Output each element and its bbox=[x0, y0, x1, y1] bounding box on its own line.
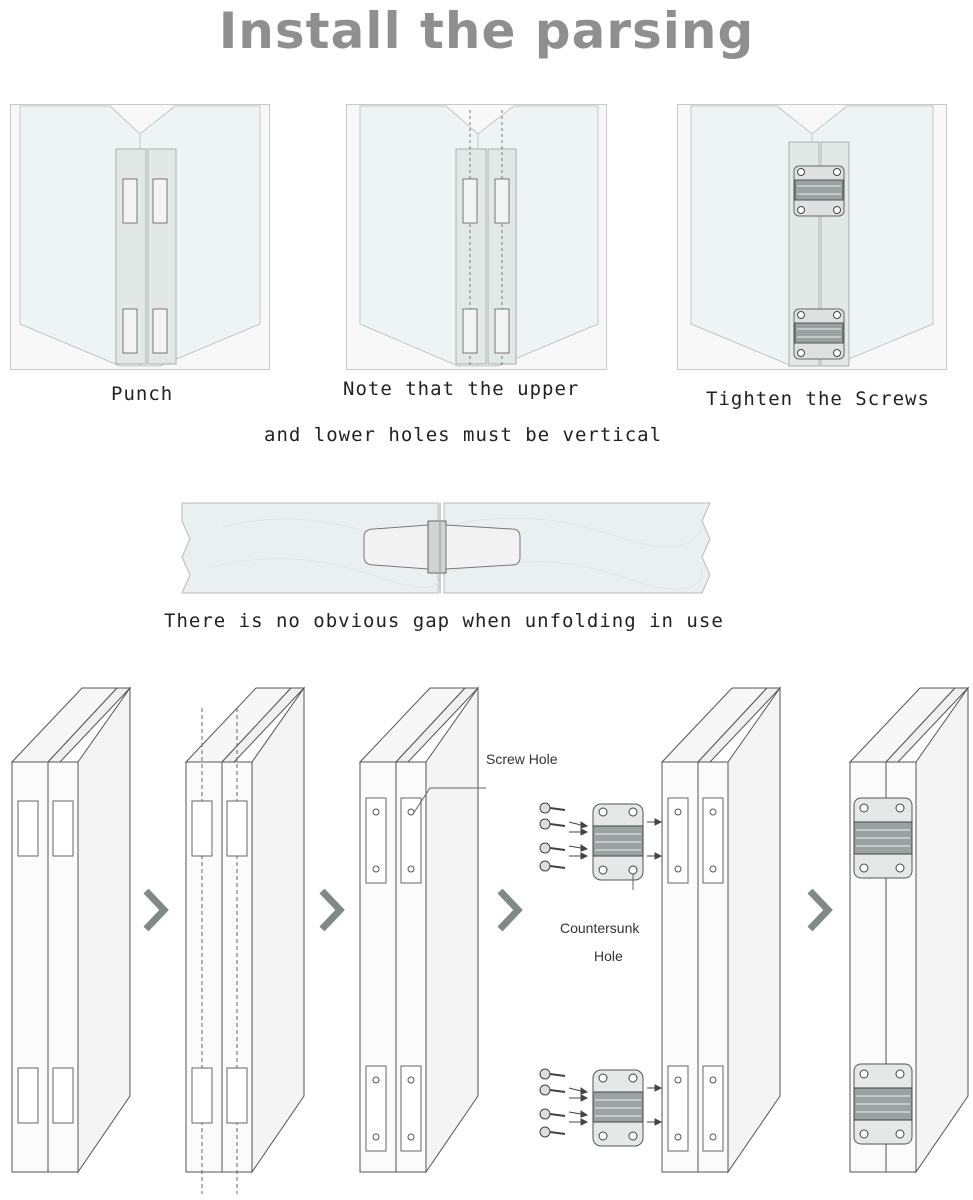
chevron-right-icon bbox=[143, 888, 169, 932]
screw-icon bbox=[539, 802, 566, 872]
gap-caption: There is no obvious gap when unfolding i… bbox=[164, 610, 724, 632]
tighten-illustration bbox=[677, 104, 947, 370]
door-pair-step-1 bbox=[10, 686, 132, 1174]
screws-and-hinge-exploded-top bbox=[539, 802, 663, 890]
hinge-icon bbox=[853, 797, 913, 879]
door-pair-step-2 bbox=[184, 686, 306, 1194]
hinge-icon bbox=[592, 1069, 644, 1147]
hinge-icon bbox=[853, 1063, 913, 1145]
door-pair-step-4 bbox=[660, 686, 782, 1174]
screw-hole-label: Screw Hole bbox=[486, 751, 558, 767]
hinge-icon bbox=[793, 165, 845, 217]
chevron-right-icon bbox=[807, 888, 833, 932]
door-pair-step-5 bbox=[848, 686, 970, 1174]
step-tighten-label: Tighten the Screws bbox=[706, 388, 930, 410]
hinge-icon bbox=[592, 803, 644, 881]
countersunk-hole-label-line2: Hole bbox=[594, 948, 623, 964]
note-illustration bbox=[346, 104, 607, 370]
step-note-label-line2: and lower holes must be vertical bbox=[264, 424, 663, 446]
chevron-right-icon bbox=[497, 888, 523, 932]
hinge-icon bbox=[793, 308, 845, 360]
step-note-label-line1: Note that the upper bbox=[343, 378, 580, 400]
page-title: Install the parsing bbox=[218, 2, 755, 60]
screws-and-hinge-exploded-bottom bbox=[539, 1068, 663, 1147]
punch-illustration bbox=[10, 104, 270, 370]
chevron-right-icon bbox=[319, 888, 345, 932]
screw-icon bbox=[539, 1068, 566, 1138]
door-pair-step-3 bbox=[358, 686, 486, 1174]
step-punch-label: Punch bbox=[111, 383, 174, 405]
hinge-icon bbox=[363, 520, 521, 574]
countersunk-hole-label-line1: Countersunk bbox=[560, 920, 640, 936]
unfolded-hinge-illustration bbox=[181, 502, 711, 594]
